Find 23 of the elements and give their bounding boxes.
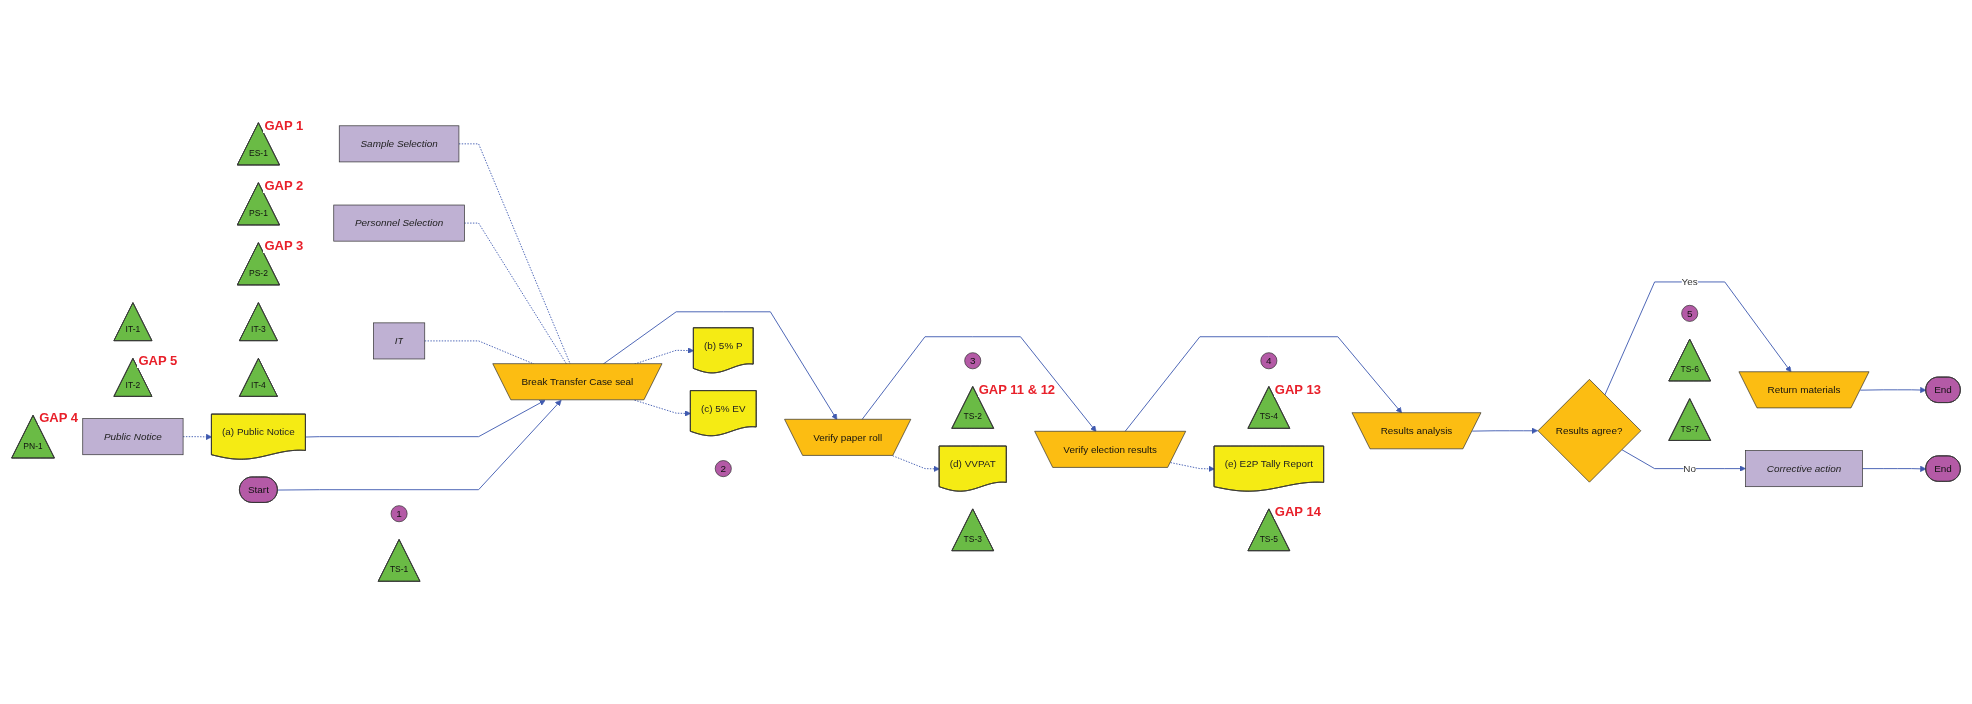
gap-label: GAP 1 xyxy=(263,118,305,133)
gap-label: GAP 4 xyxy=(38,411,79,426)
gap-label: GAP 5 xyxy=(137,354,179,369)
node-box xyxy=(338,125,460,163)
node-box xyxy=(82,418,184,456)
node-box xyxy=(1745,450,1863,488)
edge-label: No xyxy=(1683,462,1697,474)
connector xyxy=(458,143,571,365)
node-box xyxy=(333,204,465,242)
node-diamond xyxy=(1537,379,1642,483)
edge-label: Yes xyxy=(1681,275,1698,288)
gap-label: GAP 11 & 12 xyxy=(977,382,1057,397)
node-box xyxy=(373,322,426,360)
gap-label: GAP 3 xyxy=(263,238,305,253)
gap-label: GAP 14 xyxy=(1273,504,1322,519)
gap-label: GAP 13 xyxy=(1273,382,1322,397)
node-circle xyxy=(1681,304,1699,322)
connector xyxy=(464,222,567,365)
node-circle xyxy=(964,352,982,370)
node-circle xyxy=(714,460,732,478)
node-circle xyxy=(1260,352,1278,370)
gap-label: GAP 2 xyxy=(263,178,305,193)
node-circle xyxy=(390,505,408,523)
